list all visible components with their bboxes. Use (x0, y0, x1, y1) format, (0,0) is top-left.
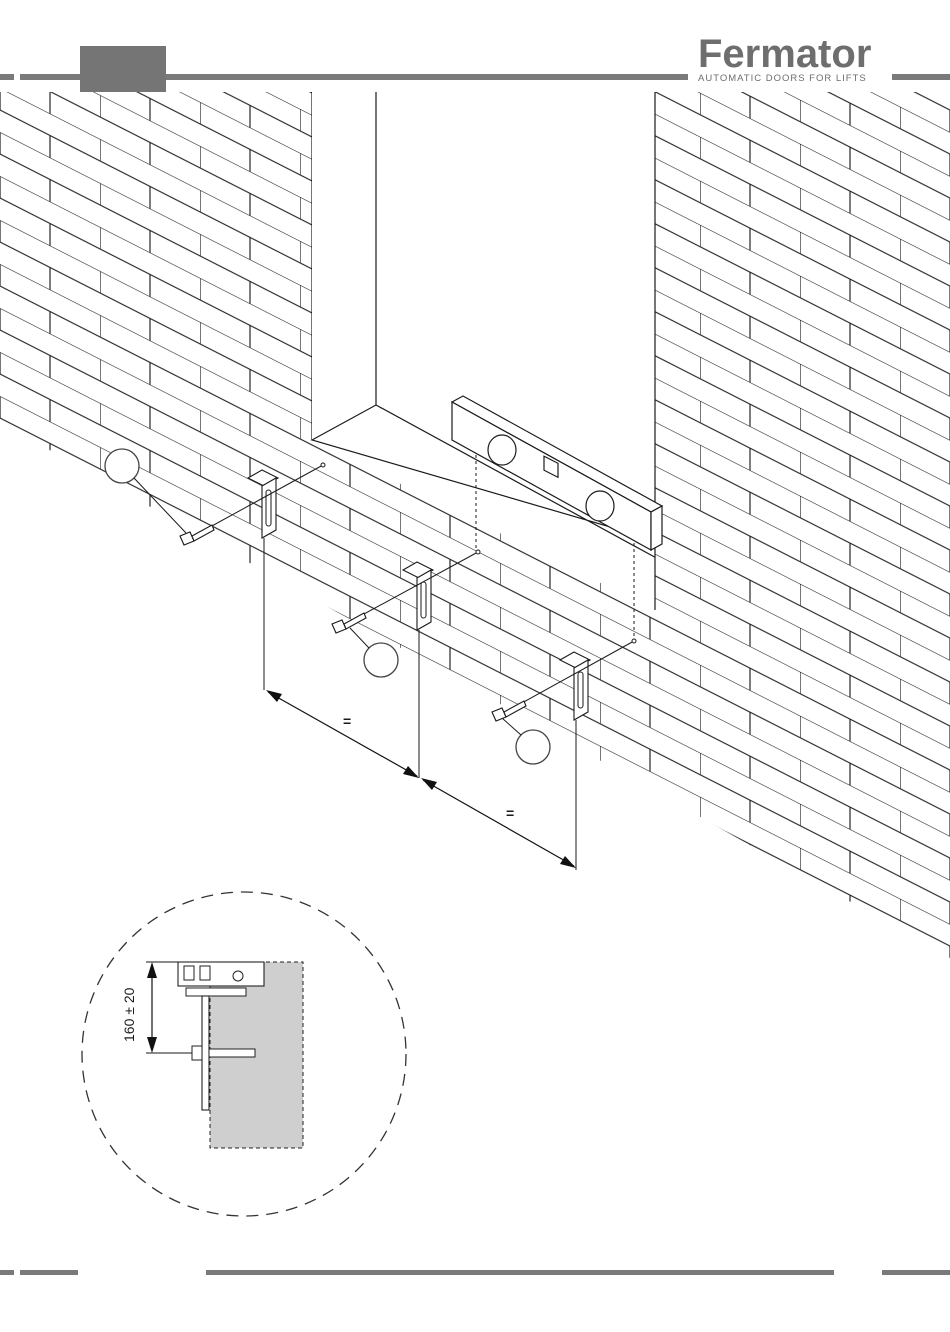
detail-frame-part-2 (200, 966, 210, 980)
dimension-arrow-1b (403, 766, 419, 778)
dimension-arrow-2a (421, 778, 437, 790)
footer-rule-center (206, 1270, 834, 1275)
detail-frame-part-1 (184, 966, 194, 980)
opening-side-jamb (312, 92, 376, 440)
detail-anchor (209, 1049, 255, 1057)
callout-leader-2 (350, 628, 369, 648)
detail-bracket (202, 996, 209, 1110)
equal-mark-1: = (343, 713, 351, 729)
footer-rule-left-2 (20, 1270, 78, 1275)
header-rule-left-stub (0, 74, 14, 80)
callout-circle-1 (105, 449, 139, 483)
callout-leader-3 (502, 718, 521, 735)
brand-logo: Fermator AUTOMATIC DOORS FOR LIFTS (698, 32, 871, 84)
detail-view: 160 ± 20 (82, 892, 406, 1216)
dimension-line-2 (423, 780, 574, 866)
dimension-arrow-1a (266, 690, 282, 702)
dimension-line-1 (268, 692, 417, 776)
detail-bolt-head (192, 1046, 202, 1060)
callout-circle-3 (516, 730, 550, 764)
footer-rule-left (0, 1270, 14, 1275)
dimension-arrow-2b (560, 856, 576, 868)
detail-roller (233, 971, 243, 981)
footer-rule-right (882, 1270, 950, 1275)
equal-mark-2: = (506, 805, 514, 821)
detail-sill-plate (186, 988, 246, 996)
brand-name: Fermator (698, 32, 871, 76)
detail-dimension-label: 160 ± 20 (121, 987, 137, 1042)
level-end (651, 506, 662, 550)
level-vial-1 (488, 435, 516, 465)
callout-circle-2 (364, 643, 398, 677)
level-vial-2 (586, 491, 614, 521)
brand-tagline: AUTOMATIC DOORS FOR LIFTS (698, 73, 867, 84)
footer (0, 1270, 950, 1275)
header-rule-right (892, 74, 950, 80)
